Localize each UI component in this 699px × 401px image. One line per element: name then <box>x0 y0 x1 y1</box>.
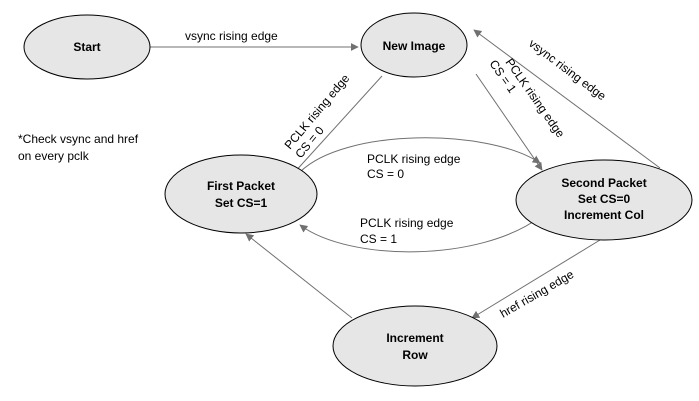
state-new-image: New Image <box>360 12 468 78</box>
edge-new-image-to-second <box>475 73 543 171</box>
state-increment-row-line2: Row <box>402 348 428 362</box>
state-new-image-label: New Image <box>383 39 446 53</box>
note-line1: *Check vsync and href <box>18 132 139 146</box>
state-start-label: Start <box>73 40 100 54</box>
state-first-packet-line2: Set CS=1 <box>215 196 268 210</box>
edge-second-to-first <box>299 216 541 253</box>
label-second-to-increment-row: href rising edge <box>498 267 577 321</box>
label-start-to-new-image: vsync rising edge <box>185 29 278 43</box>
label-new-image-to-first: PCLK rising edge CS = 0 <box>282 71 353 161</box>
state-increment-row-line1: Increment <box>386 331 443 345</box>
edge-increment-row-to-first <box>245 233 353 319</box>
state-start: Start <box>23 14 151 80</box>
label-second-to-first-line1: PCLK rising edge <box>360 216 454 230</box>
label-first-to-second-line1: PCLK rising edge <box>367 152 461 166</box>
label-second-to-first-line2: CS = 1 <box>360 232 397 246</box>
edge-new-image-to-first <box>292 75 383 175</box>
state-increment-row: Increment Row <box>332 305 498 387</box>
state-first-packet-line1: First Packet <box>207 179 275 193</box>
state-second-packet-line1: Second Packet <box>561 176 646 190</box>
state-second-packet-line3: Increment Col <box>564 208 644 222</box>
state-first-packet: First Packet Set CS=1 <box>164 154 318 234</box>
edge-second-to-new-image <box>473 29 661 169</box>
state-second-packet: Second Packet Set CS=0 Increment Col <box>515 159 693 241</box>
edge-first-to-second <box>299 137 541 173</box>
note-line2: on every pclk <box>18 149 90 163</box>
edge-second-to-increment-row <box>471 239 601 319</box>
state-second-packet-line2: Set CS=0 <box>578 192 631 206</box>
label-first-to-second-line2: CS = 0 <box>367 167 404 181</box>
